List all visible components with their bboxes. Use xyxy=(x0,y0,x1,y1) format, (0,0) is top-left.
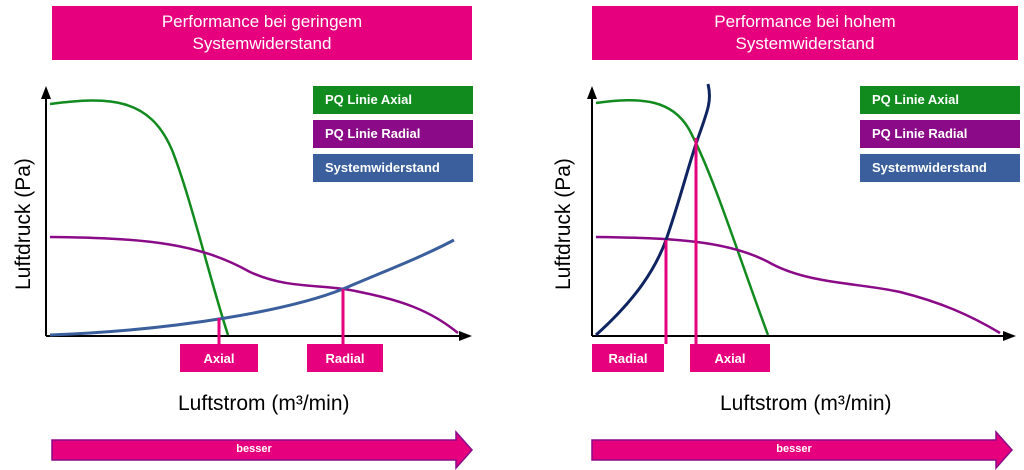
chart-left xyxy=(41,86,474,470)
legend-axial: PQ Linie Axial xyxy=(313,86,473,114)
chart-right xyxy=(587,83,1016,470)
y-axis-label: Luftdruck (Pa) xyxy=(552,158,575,290)
operating-point-radial-label: Radial xyxy=(592,344,664,372)
y-axis-arrowhead xyxy=(41,86,51,99)
pq-curve-axial xyxy=(595,98,770,336)
arrow-label: besser xyxy=(776,443,812,455)
improvement-arrow xyxy=(591,430,1014,470)
pq-curve-radial xyxy=(49,235,459,334)
system-resistance-curve xyxy=(49,238,455,337)
x-axis-arrowhead xyxy=(459,331,472,341)
x-axis-label: Luftstrom (m³/min) xyxy=(720,392,892,415)
operating-point-radial-label: Radial xyxy=(307,344,383,372)
system-resistance-curve xyxy=(594,83,712,337)
legend-radial: PQ Linie Radial xyxy=(313,120,473,148)
pq-curve-radial xyxy=(595,235,1001,335)
y-axis-label: Luftdruck (Pa) xyxy=(12,158,35,290)
panel-title: Performance bei hohem Systemwiderstand xyxy=(592,6,1018,60)
y-axis-arrowhead xyxy=(587,86,597,99)
operating-point-axial-label: Axial xyxy=(180,344,258,372)
arrow-label: besser xyxy=(236,443,272,455)
improvement-arrow xyxy=(51,430,474,470)
panel-title: Performance bei geringem Systemwiderstan… xyxy=(52,6,472,60)
legend-system-resistance: Systemwiderstand xyxy=(860,154,1020,182)
pq-curve-axial xyxy=(49,99,230,336)
panel-low-resistance: Performance bei geringem Systemwiderstan… xyxy=(12,6,474,470)
operating-point-axial-label: Axial xyxy=(690,344,770,372)
x-axis-arrowhead xyxy=(1003,331,1016,341)
legend-axial: PQ Linie Axial xyxy=(860,86,1020,114)
panel-high-resistance: Performance bei hohem Systemwiderstand P… xyxy=(540,0,1024,470)
legend-system-resistance: Systemwiderstand xyxy=(313,154,473,182)
x-axis-label: Luftstrom (m³/min) xyxy=(178,392,350,415)
legend-radial: PQ Linie Radial xyxy=(860,120,1020,148)
